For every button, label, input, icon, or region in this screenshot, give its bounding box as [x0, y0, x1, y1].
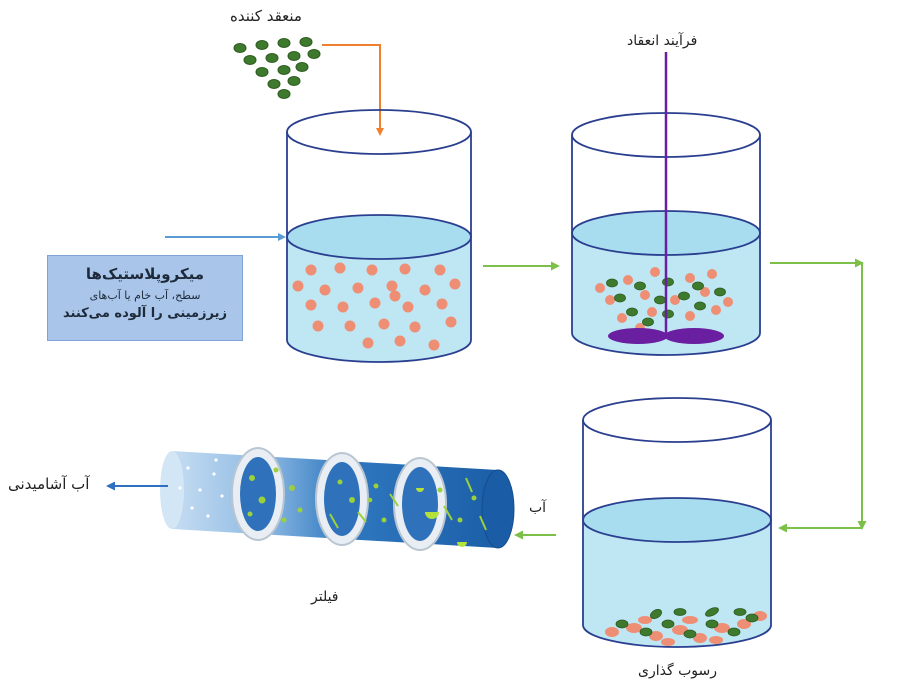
info-box-title: میکروپلاستیک‌ها [85, 265, 205, 283]
sedimentation-label: رسوب گذاری [638, 663, 717, 679]
coagulant-label: منعقد کننده [230, 7, 302, 25]
stirrer [608, 52, 724, 344]
drinking-water-label: آب آشامیدنی [8, 475, 90, 493]
sediment-layer [605, 607, 767, 646]
microplastic-particles [292, 262, 461, 351]
info-box-line-2: زیرزمینی را آلوده می‌کنند [63, 306, 227, 321]
coagulation-process-label: فرآیند انعقاد [627, 33, 698, 49]
info-box-line-1: سطح، آب خام یا آب‌های [89, 289, 201, 302]
tank-sedimentation [582, 397, 772, 648]
filter-label: فیلتر [311, 589, 339, 605]
mixed-particles [595, 267, 733, 333]
microplastics-info-box: میکروپلاستیک‌ها سطح، آب خام یا آب‌های زی… [47, 255, 243, 341]
water-label: آب [529, 500, 547, 516]
coagulant-arrow [322, 44, 384, 136]
flow-arrow-2 [770, 262, 867, 530]
coagulant-pellets [233, 37, 321, 99]
filter-tube [160, 447, 515, 551]
